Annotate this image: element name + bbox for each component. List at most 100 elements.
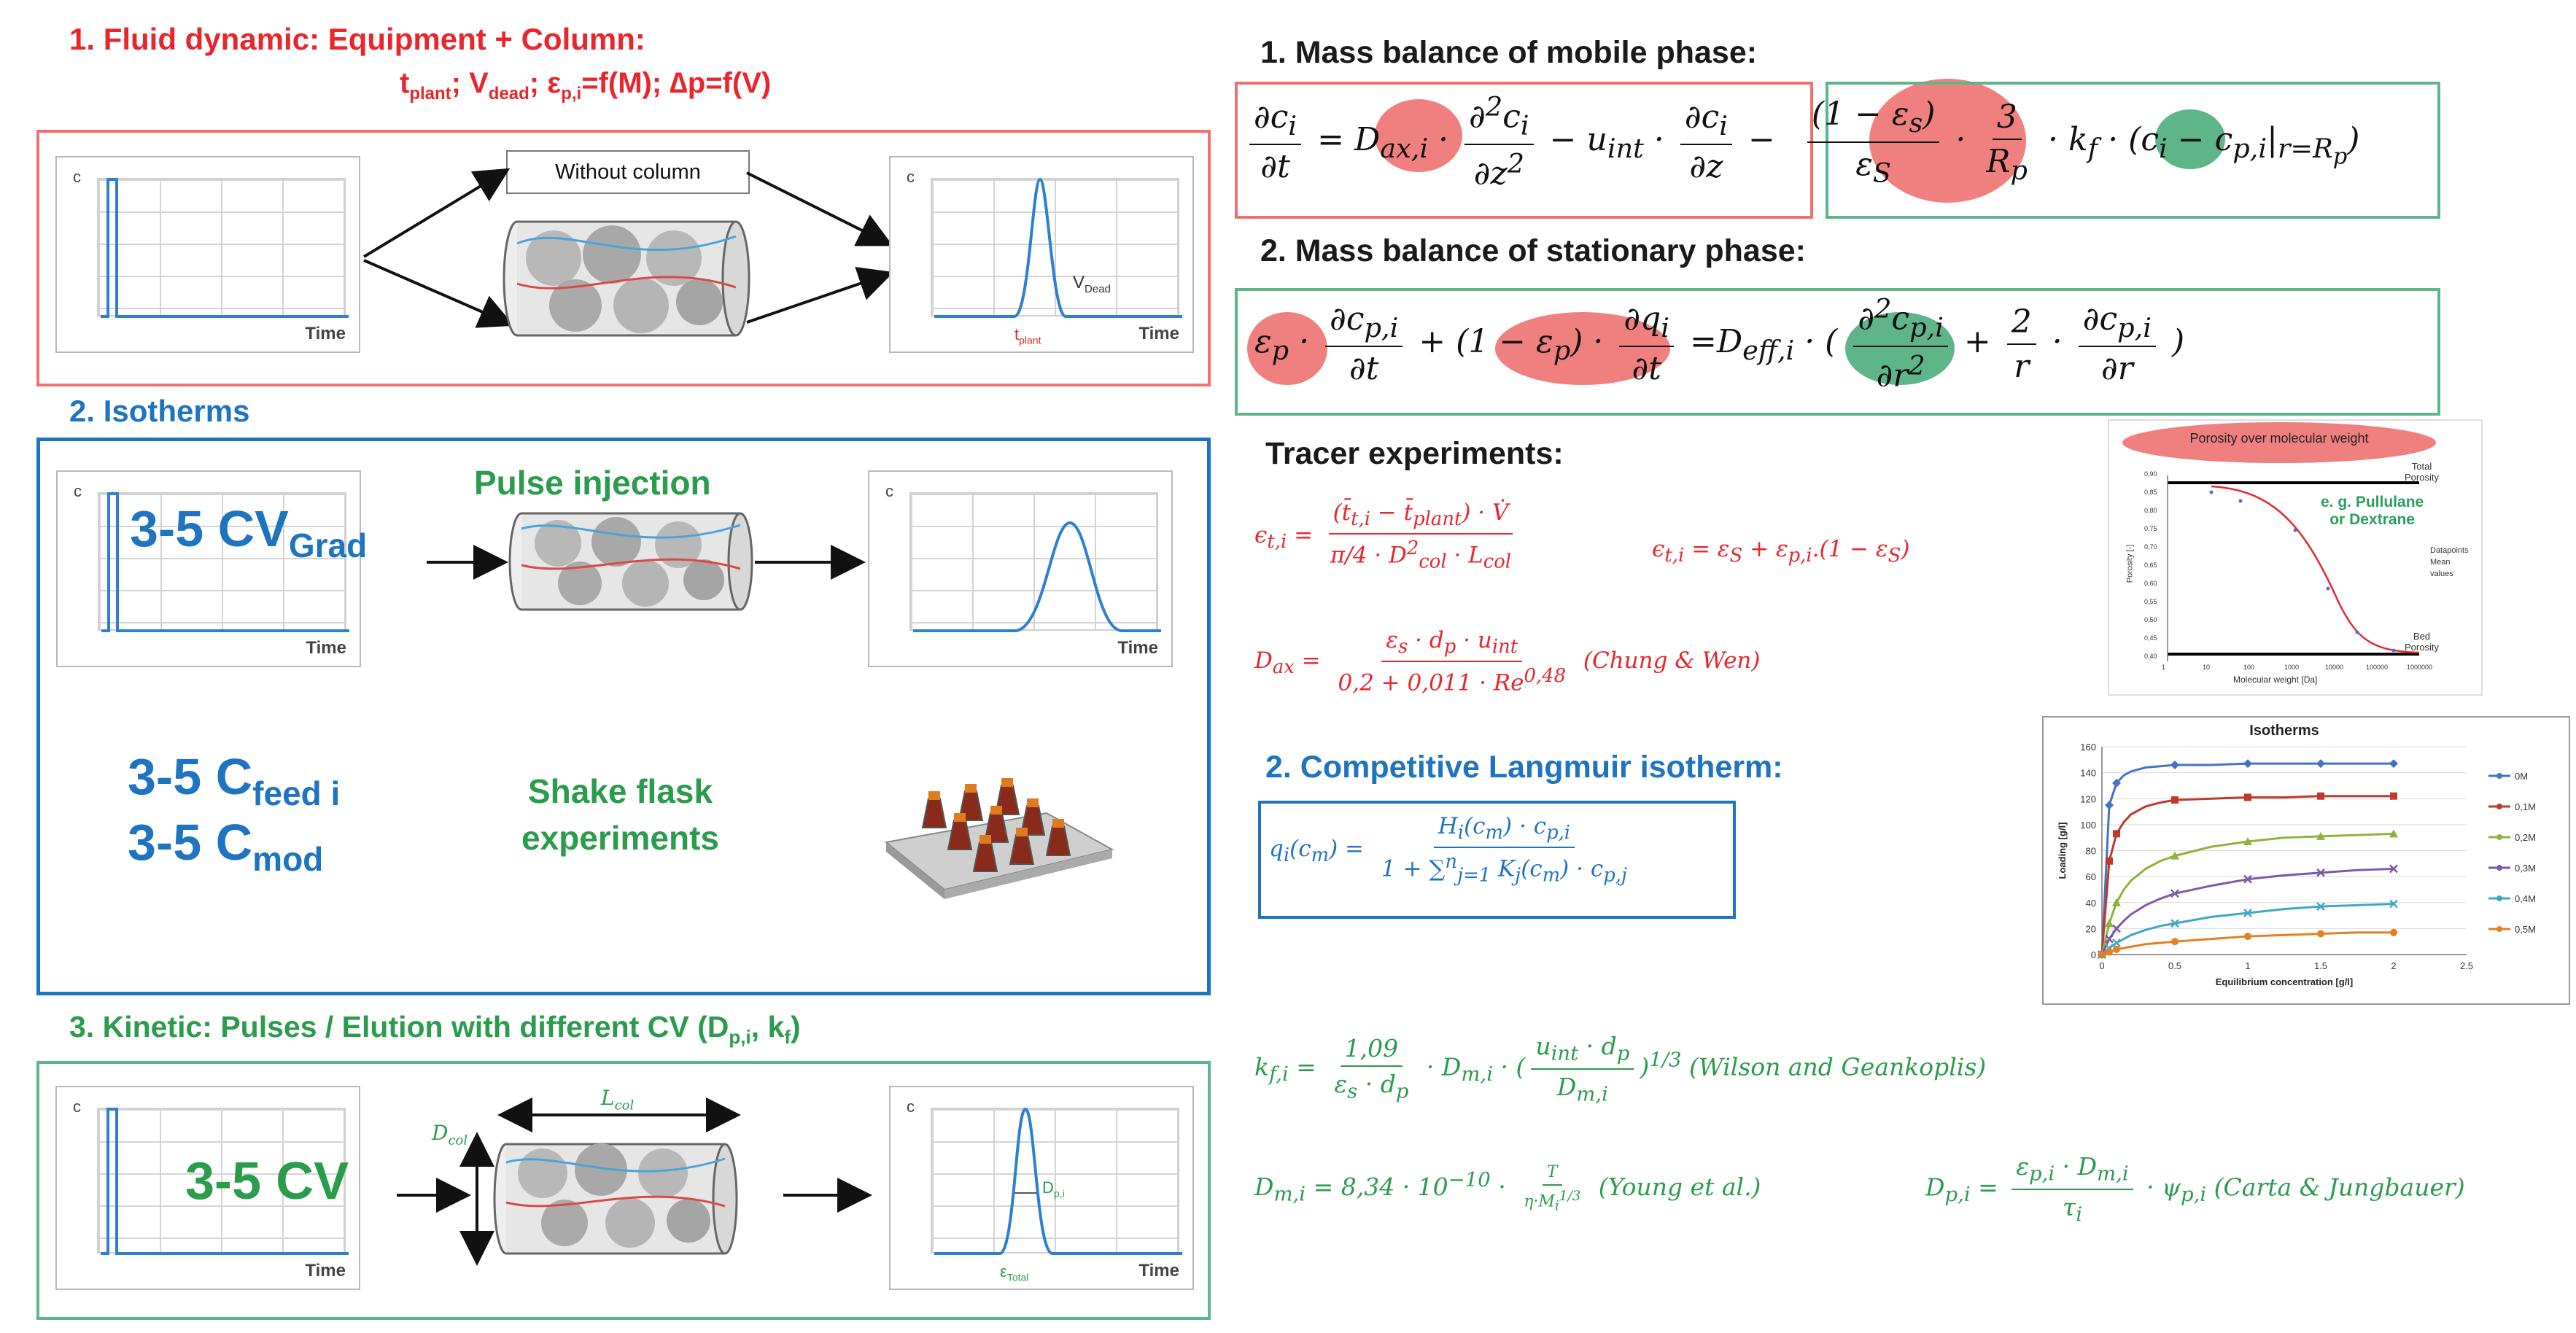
section1-box: c Time Without column c Time VDead tplan…: [36, 130, 1211, 386]
column-icon-2: [508, 512, 753, 611]
data-point: [2098, 951, 2106, 958]
porosity-y-tick: 0,55: [2144, 598, 2157, 605]
data-point: [2112, 778, 2121, 788]
porosity-ylabel: Porosity [-]: [2125, 544, 2135, 583]
isotherms-xlabel: Equilibrium concentration [g/l]: [2216, 976, 2354, 987]
porosity-x-tick: 100: [2243, 664, 2255, 671]
eps-t-sum-equation: ϵt,i = εS + εp,i.(1 − εS): [1652, 536, 1910, 567]
data-point: [2112, 938, 2121, 947]
legend-marker: [2497, 895, 2502, 901]
porosity-y-tick: 0,60: [2144, 580, 2157, 587]
pulse-chart-1: c Time: [55, 156, 360, 353]
porosity-x-tick: 10000: [2325, 664, 2344, 671]
porosity-x-tick: 1000: [2284, 664, 2300, 671]
data-point: [2170, 919, 2179, 928]
data-point: [2316, 831, 2325, 840]
x-tick-label: 0.5: [2168, 960, 2181, 971]
legend-label: 0,1M: [2515, 801, 2536, 812]
column-icon: [503, 220, 750, 337]
one-minus-eps-p-highlight: [1495, 312, 1670, 385]
porosity-x-tick: 1000000: [2407, 664, 2433, 671]
legend-marker: [2497, 926, 2502, 932]
porosity-y-tick: 0,80: [2144, 507, 2157, 514]
porosity-y-tick: 0,85: [2144, 489, 2157, 496]
mobile-eq-green-box: [1826, 82, 2440, 219]
kf-highlight: [2155, 109, 2225, 169]
data-point: [2106, 948, 2113, 956]
legend-label: 0,5M: [2515, 924, 2536, 935]
deff-highlight: [1845, 312, 1955, 385]
x-tick-label: 2: [2391, 960, 2396, 971]
flow-arrows: [362, 168, 894, 328]
stationary-phase-equation: εp · ∂cp,i∂t + (1 − εp) · ∂qi∂t =Deff,i …: [1254, 293, 2185, 395]
data-point: [2171, 938, 2179, 946]
legend-marker: [2497, 804, 2502, 809]
d-pi-label: Dp,i: [1042, 1178, 1065, 1200]
porosity-xlabel: Molecular weight [Da]: [2233, 675, 2318, 685]
section3-box: c Time 3-5 CV Dcol Lcol c Time Dp,i εTot…: [36, 1061, 1211, 1320]
porosity-y-tick: 0,45: [2144, 634, 2157, 642]
data-point: [2317, 792, 2324, 800]
porosity-y-tick: 0,50: [2144, 616, 2157, 623]
shake-flask-image: [884, 778, 1114, 899]
langmuir-box: [1258, 801, 1736, 919]
cv-label: 3-5 CV: [185, 1152, 349, 1210]
isotherms-title: Isotherms: [2249, 723, 2319, 739]
data-point: [2105, 919, 2114, 928]
data-point: [2243, 909, 2252, 917]
legend-marker: [2497, 773, 2502, 779]
data-point: [2316, 759, 2325, 769]
y-tick-label: 160: [2080, 742, 2096, 753]
x-tick-label: 1.5: [2314, 960, 2327, 971]
data-point: [2316, 902, 2325, 911]
langmuir-title: 2. Competitive Langmuir isotherm:: [1265, 750, 1783, 785]
x-tick-label: 1: [2245, 960, 2250, 971]
porosity-x-tick: 1: [2162, 664, 2166, 671]
section3-title: 3. Kinetic: Pulses / Elution with differ…: [69, 1010, 801, 1049]
section2-box: c Time 3-5 CVGrad Pulse injection c Time…: [36, 438, 1211, 995]
data-point: [2105, 801, 2114, 810]
legend-label: 0,4M: [2515, 893, 2536, 904]
data-point: [2113, 830, 2120, 838]
data-point: [2170, 760, 2179, 769]
porosity-y-tick: 0,40: [2144, 653, 2157, 660]
section1-subtitle: tplant; Vdead; εp,i=f(M); ∆p=f(V): [400, 67, 772, 104]
data-point: [2105, 934, 2114, 944]
eps-p-highlight: [1247, 312, 1327, 385]
cv-grad-label: 3-5 CVGrad: [130, 500, 368, 564]
mobile-eq-red-box: [1235, 82, 1813, 219]
flow-arrows-2: [427, 545, 866, 580]
y-tick-label: 0: [2091, 949, 2096, 960]
data-point: [2243, 874, 2252, 884]
legend-label: 0M: [2515, 771, 2528, 782]
data-point: [2389, 864, 2398, 874]
data-point: [2244, 793, 2251, 801]
peak-chart-1: c Time VDead tplant: [889, 156, 1194, 353]
pulse-chart-2: c Time: [56, 470, 361, 667]
data-point: [2316, 868, 2325, 877]
porosity-y-tick: 0,90: [2144, 470, 2157, 478]
series-line-0,3M: [2100, 867, 2394, 955]
series-line-0M: [2100, 762, 2394, 955]
data-point: [2389, 899, 2398, 909]
x-tick-label: 2.5: [2460, 960, 2473, 971]
y-tick-label: 120: [2080, 793, 2096, 804]
y-tick-label: 20: [2086, 923, 2096, 934]
c-feed-label: 3-5 Cfeed i: [128, 748, 341, 812]
x-tick-label: 0: [2099, 960, 2104, 971]
data-point: [2243, 837, 2252, 846]
pulse-chart-3: c Time: [55, 1086, 360, 1290]
porosity-x-tick: 100000: [2366, 664, 2389, 671]
data-point: [2112, 898, 2121, 906]
data-point: [2170, 851, 2179, 860]
without-column-label: Without column: [506, 150, 750, 194]
porosity-y-tick: 0,70: [2144, 543, 2157, 551]
